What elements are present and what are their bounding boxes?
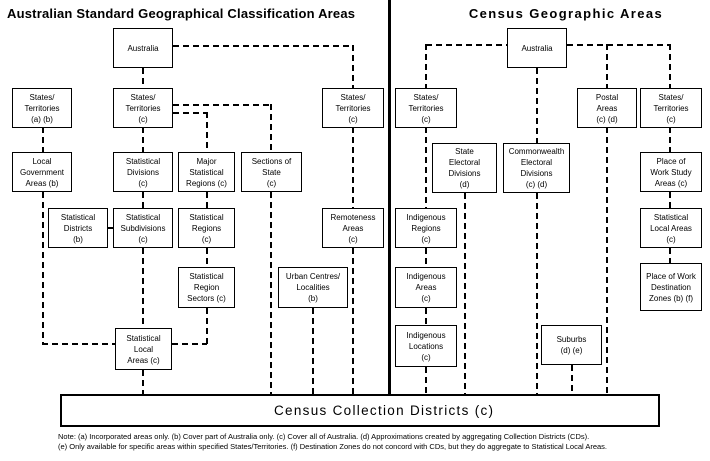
connector-states-mid-to-msr-v (206, 112, 208, 152)
panel-divider (388, 0, 391, 394)
connector-aus-to-states-mid (142, 68, 144, 88)
node-urban-centres-localities: Urban Centres/ Localities (b) (278, 267, 348, 308)
connector-stat-districts-to-subdivisions (107, 227, 114, 229)
connector-lga-to-sla-h (42, 343, 115, 345)
node-indigenous-locations: Indigenous Locations (c) (395, 325, 457, 367)
connector-postal-to-ccd (606, 127, 608, 394)
node-indigenous-areas: Indigenous Areas (c) (395, 267, 457, 308)
connector-suburbs-to-ccd (571, 365, 573, 394)
connector-states-mid-to-sections-h (173, 104, 272, 106)
node-remoteness-areas: Remoteness Areas (c) (322, 208, 384, 248)
connector-states-left-to-ind-regions (425, 127, 427, 208)
node-states-territories-census-left: States/ Territories (c) (395, 88, 457, 128)
connector-sla2-to-powdz (669, 248, 671, 263)
left-panel-title: Australian Standard Geographical Classif… (7, 6, 356, 21)
connector-aus2-to-states-left-h (426, 44, 507, 46)
connector-ced-to-ccd (536, 193, 538, 394)
connector-stat-regions-to-sectors (206, 248, 208, 267)
node-states-territories-c-right: States/ Territories (c) (322, 88, 384, 128)
node-statistical-regions: Statistical Regions (c) (178, 208, 235, 248)
node-major-statistical-regions: Major Statistical Regions (c) (178, 152, 235, 192)
connector-sections-to-ccd (270, 192, 272, 394)
connector-aus2-to-postal-v (606, 44, 608, 88)
connector-subdivisions-to-sla (142, 248, 144, 328)
connector-aus-to-states-right-v (352, 45, 354, 88)
connector-states-right-to-powsa (669, 127, 671, 152)
node-suburbs: Suburbs (d) (e) (541, 325, 602, 365)
connector-ucl-to-ccd (312, 308, 314, 394)
connector-lga-to-sla-v (42, 192, 44, 345)
node-states-territories-census-right: States/ Territories (c) (640, 88, 702, 128)
node-commonwealth-electoral-divisions: Commonwealth Electoral Divisions (c) (d) (503, 143, 570, 193)
note-line-1: Note: (a) Incorporated areas only. (b) C… (58, 432, 590, 441)
connector-divisions-to-subdivisions (142, 192, 144, 208)
node-place-of-work-study-areas: Place of Work Study Areas (c) (640, 152, 702, 192)
connector-remoteness-to-ccd (352, 248, 354, 394)
connector-ind-areas-to-ind-locations (425, 308, 427, 325)
node-statistical-districts: Statistical Districts (b) (48, 208, 108, 248)
node-statistical-subdivisions: Statistical Subdivisions (c) (113, 208, 173, 248)
node-australia-asgc: Australia (113, 28, 173, 68)
node-sections-of-state: Sections of State (c) (241, 152, 302, 192)
node-local-government-areas: Local Government Areas (b) (12, 152, 72, 192)
node-states-territories-c-mid: States/ Territories (c) (113, 88, 173, 128)
connector-states-right-to-remoteness (352, 127, 354, 208)
connector-states-mid-to-msr-h (173, 112, 208, 114)
note-line-2: (e) Only available for specific areas wi… (58, 442, 608, 451)
connector-aus2-to-states-left-v (425, 44, 427, 88)
node-statistical-local-areas-census: Statistical Local Areas (c) (640, 208, 702, 248)
connector-aus2-to-states-right-h (567, 44, 671, 46)
node-states-territories-ab: States/ Territories (a) (b) (12, 88, 72, 128)
connector-aus2-to-ced (536, 68, 538, 143)
connector-msr-to-stat-regions (206, 192, 208, 208)
connector-aus2-to-states-right-v (669, 44, 671, 88)
node-statistical-local-areas-asgc: Statistical Local Areas (c) (115, 328, 172, 370)
connector-ind-locations-to-ccd (425, 367, 427, 394)
node-statistical-region-sectors: Statistical Region Sectors (c) (178, 267, 235, 308)
connector-sla-to-ccd (142, 370, 144, 394)
connector-states-mid-to-stat-divisions (142, 127, 144, 152)
connector-states-mid-to-sections-v (270, 104, 272, 152)
node-census-collection-districts: Census Collection Districts (c) (60, 394, 660, 427)
connector-states-ab-to-lga (42, 127, 44, 152)
connector-sectors-to-sla-h (172, 343, 207, 345)
right-panel-title: Census Geographic Areas (468, 6, 664, 21)
node-place-of-work-destination-zones: Place of Work Destination Zones (b) (f) (640, 263, 702, 311)
connector-sed-to-ccd (464, 193, 466, 394)
connector-powsa-to-sla2 (669, 192, 671, 208)
connector-sectors-to-sla-v (206, 308, 208, 345)
connector-aus-to-states-right-h (173, 45, 354, 47)
node-postal-areas: Postal Areas (c) (d) (577, 88, 637, 128)
node-statistical-divisions: Statistical Divisions (c) (113, 152, 173, 192)
node-indigenous-regions: Indigenous Regions (c) (395, 208, 457, 248)
node-state-electoral-divisions: State Electoral Divisions (d) (432, 143, 497, 193)
connector-ind-regions-to-ind-areas (425, 248, 427, 267)
node-australia-census: Australia (507, 28, 567, 68)
